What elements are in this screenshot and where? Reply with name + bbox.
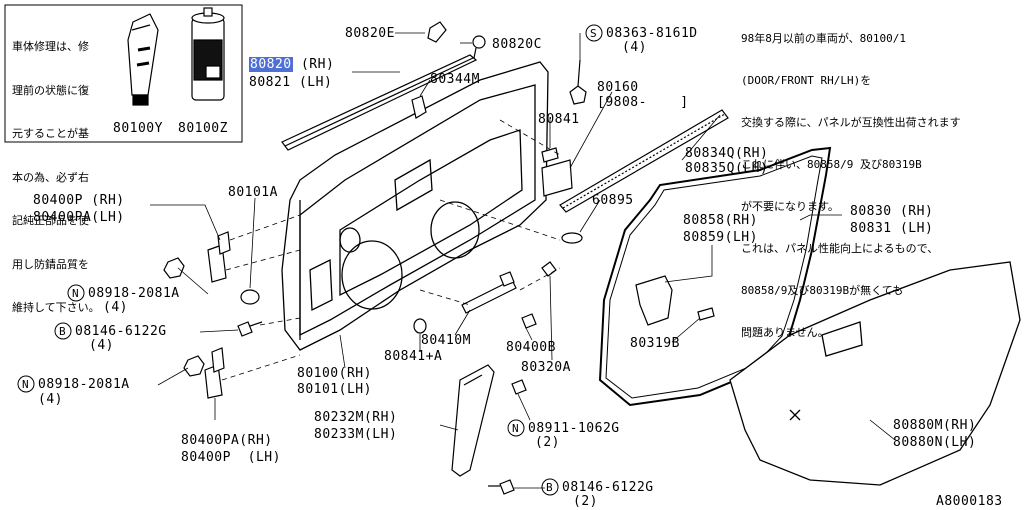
prefix-n-letter: N (22, 378, 30, 391)
part-label-80410m[interactable]: 80410M (421, 333, 471, 348)
part-label-80858[interactable]: 80858(RH) (683, 213, 758, 228)
prefix-s-letter: S (590, 27, 598, 40)
instruction-text: 車体修理は、修 理前の状態に復 元することが基 本の為、必ず右 記純正部品を使 … (12, 40, 100, 314)
part-side-rh: (RH) (300, 57, 335, 72)
check-link-80410m (461, 271, 517, 314)
leader-lines (150, 32, 896, 489)
window-glass-80880m (729, 261, 1021, 486)
bolt-80320a-icon (541, 261, 557, 277)
bolt-08146-upper-icon (237, 321, 263, 337)
part-label-80400p-rh[interactable]: 80400P (RH) (33, 193, 125, 208)
part-label-08146-upper[interactable]: 08146-6122G (75, 324, 167, 339)
part-label-80831[interactable]: 80831 (LH) (850, 221, 934, 236)
part-label-80319b[interactable]: 80319B (630, 336, 680, 351)
spray-can-icon (191, 7, 225, 101)
part-label-08911[interactable]: 08911-1062G (528, 421, 620, 436)
screw-80820c-icon (472, 35, 486, 59)
part-label-80820e[interactable]: 80820E (345, 26, 395, 41)
part-label-80101a[interactable]: 80101A (228, 185, 278, 200)
part-label-80400pa-rh[interactable]: 80400PA(RH) (181, 433, 273, 448)
circle-prefix-s (585, 24, 603, 42)
part-label-80841a[interactable]: 80841+A (384, 349, 443, 364)
grommet-80101a-icon (240, 289, 260, 305)
diagram-code: A8000183 (936, 494, 1003, 509)
part-label-08363[interactable]: 08363-8161D (606, 26, 698, 41)
prefix-b-letter: B (546, 481, 554, 494)
part-label-80834q[interactable]: 80834Q(RH) (685, 146, 769, 161)
part-label-80320a[interactable]: 80320A (521, 360, 571, 375)
part-date-80160: [9808- ] (597, 95, 689, 110)
hinge-upper-80400p (207, 231, 231, 283)
weatherstrip-outer-80820 (281, 54, 478, 151)
part-qty-08146-lower: (2) (573, 494, 598, 509)
part-qty-08918-upper: (4) (103, 300, 128, 315)
part-qty-08363: (4) (622, 40, 647, 55)
part-label-08146-lower[interactable]: 08146-6122G (562, 480, 654, 495)
clip-80319b-icon (697, 307, 715, 321)
weatherstrip-80830 (598, 146, 832, 407)
circle-prefix-b-lower (541, 478, 559, 496)
part-number-80820-highlighted[interactable]: 80820 (249, 57, 293, 72)
bracket-80344m-icon (411, 95, 427, 119)
part-label-80100y[interactable]: 80100Y (113, 121, 163, 136)
seal-80160 (541, 159, 573, 197)
part-label-80232m[interactable]: 80232M(RH) (314, 410, 398, 425)
bolt-08363-icon (569, 59, 587, 105)
part-label-08918-lower[interactable]: 08918-2081A (38, 377, 130, 392)
part-label-60895[interactable]: 60895 (592, 193, 634, 208)
part-label-80841[interactable]: 80841 (538, 112, 580, 127)
nut-08918-upper-icon (163, 257, 185, 279)
circle-prefix-n-upper (67, 284, 85, 302)
part-label-80100z[interactable]: 80100Z (178, 121, 228, 136)
nut-08918-lower-icon (183, 355, 205, 377)
bolt-80400b-icon (521, 313, 537, 329)
strip-80834q (559, 109, 729, 213)
part-qty-08918-lower: (4) (38, 392, 63, 407)
hinge-lower-80400pa (204, 347, 225, 399)
plug-80841a-icon (413, 318, 427, 334)
part-label-80835q[interactable]: 80835Q(LH) (685, 161, 769, 176)
part-label-80820c[interactable]: 80820C (492, 37, 542, 52)
part-qty-08146-upper: (4) (89, 338, 114, 353)
prefix-b-letter: B (59, 325, 67, 338)
plug-60895-icon (561, 232, 583, 244)
circle-prefix-n-lower (17, 375, 35, 393)
clip-80820e-icon (427, 21, 447, 43)
part-label-80820[interactable]: 80820 (RH) (249, 57, 334, 72)
part-label-08918-upper[interactable]: 08918-2081A (88, 286, 180, 301)
part-label-80859[interactable]: 80859(LH) (683, 230, 758, 245)
bolt-08146-lower-icon (488, 479, 515, 495)
revision-note: 98年8月以前の車両が、80100/1 (DOOR/FRONT RH/LH)を … (741, 32, 961, 339)
instruction-box-frame (4, 4, 243, 143)
part-label-80880n[interactable]: 80880N(LH) (893, 435, 977, 450)
part-label-80100[interactable]: 80100(RH) (297, 366, 372, 381)
prefix-n-letter: N (512, 422, 520, 435)
part-label-80880m[interactable]: 80880M(RH) (893, 418, 977, 433)
part-qty-08911: (2) (535, 435, 560, 450)
part-label-80101[interactable]: 80101(LH) (297, 382, 372, 397)
circle-prefix-n-08911 (507, 419, 525, 437)
sealant-tube-icon (127, 13, 159, 106)
nut-08911-icon (511, 379, 527, 395)
sash-80232m (451, 364, 495, 477)
part-label-80400pa-lh[interactable]: 80400PA(LH) (33, 210, 125, 225)
prefix-n-letter: N (72, 287, 80, 300)
door-shell-80100 (281, 61, 549, 351)
panel-80858 (635, 275, 673, 326)
assembly-dash-lines (221, 119, 561, 381)
circle-prefix-b-upper (54, 322, 72, 340)
part-label-80233m[interactable]: 80233M(LH) (314, 427, 398, 442)
part-label-80160[interactable]: 80160 (597, 80, 639, 95)
part-label-80830[interactable]: 80830 (RH) (850, 204, 934, 219)
part-label-80400b[interactable]: 80400B (506, 340, 556, 355)
part-label-80400p-lh[interactable]: 80400P (LH) (181, 450, 281, 465)
plug-80841-icon (541, 147, 559, 163)
part-label-80821[interactable]: 80821 (LH) (249, 75, 333, 90)
part-label-80344m[interactable]: 80344M (430, 72, 480, 87)
